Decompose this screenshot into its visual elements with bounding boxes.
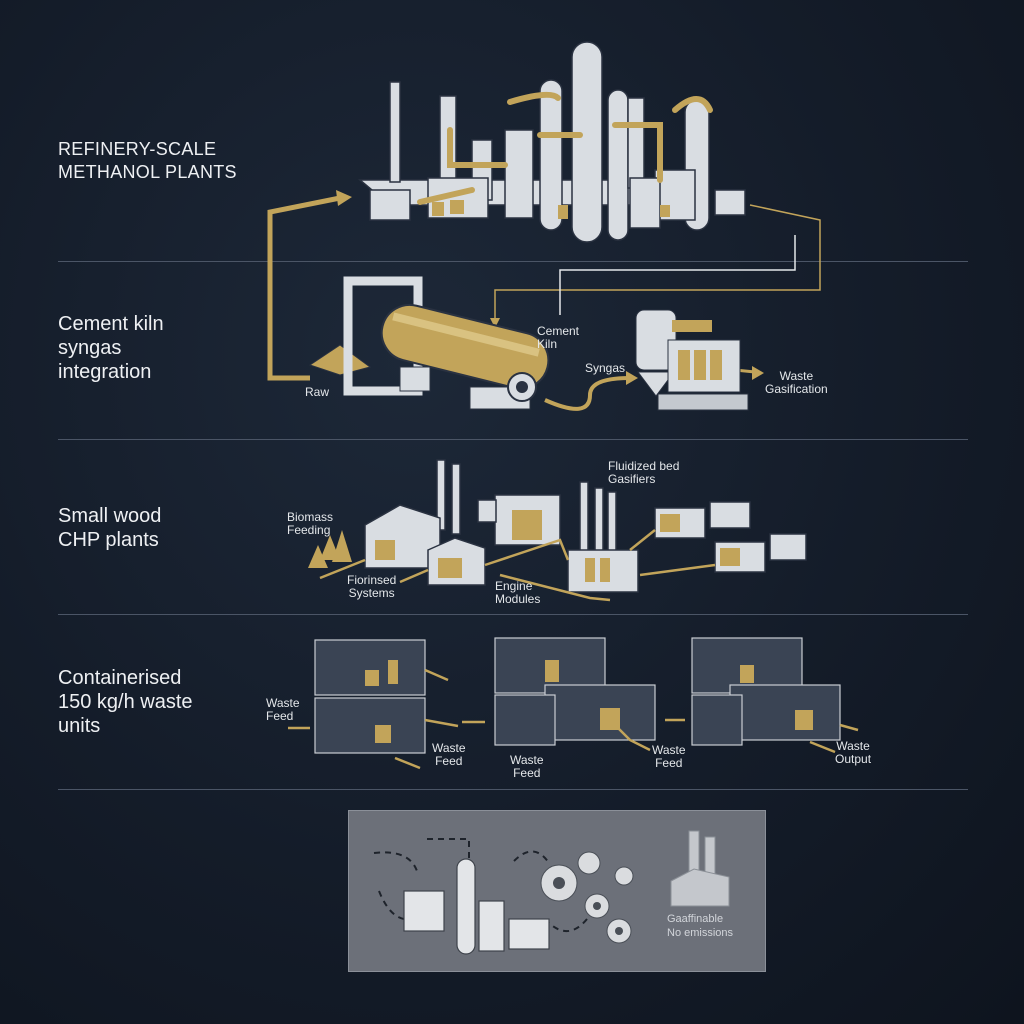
container-icon: [288, 637, 859, 770]
smokestack-icon: [670, 830, 730, 907]
gasifier-icon: [635, 309, 749, 411]
future-vision-panel: Gaaffinable No emissions: [348, 810, 766, 972]
panel-label-gaaffinable: Gaaffinable: [667, 913, 724, 925]
label-syngas: Syngas: [585, 361, 626, 375]
tree-icon: [308, 530, 352, 568]
rotary-kiln-icon: [308, 276, 550, 410]
label-raw: Raw: [305, 385, 330, 399]
flow-arrows-refinery-loop: [267, 190, 821, 411]
panel-scene: [373, 830, 730, 955]
row-divider-3: [58, 614, 968, 615]
row-divider-4: [58, 789, 968, 790]
panel-label-no-emissions: No emissions: [667, 927, 734, 939]
row-divider-1: [58, 261, 968, 262]
row-divider-2: [58, 439, 968, 440]
refinery-icon: [357, 41, 746, 243]
chp-plant-scene: [308, 459, 807, 602]
